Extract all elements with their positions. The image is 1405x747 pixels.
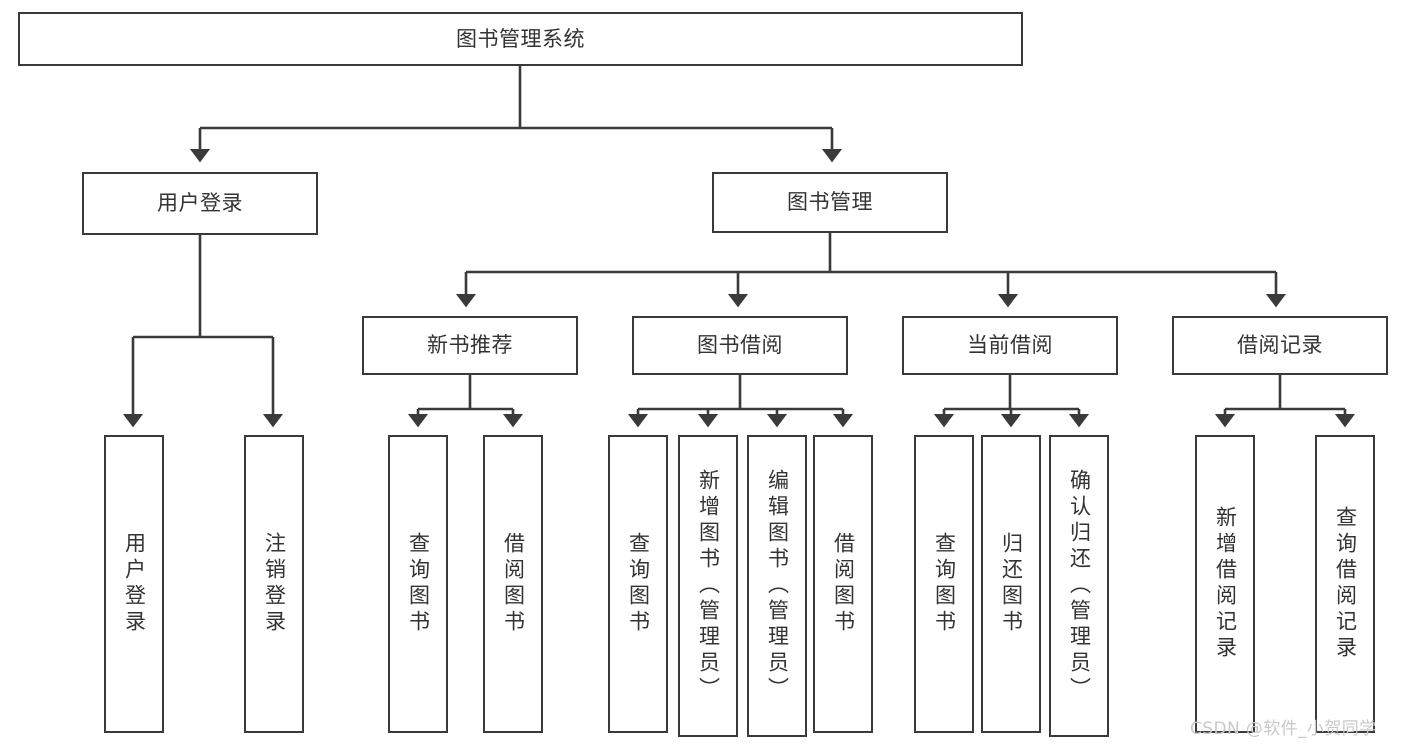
- leaf-return-book-label: 归还图书: [999, 532, 1024, 636]
- leaf-query-book-2-label: 查询图书: [626, 532, 651, 636]
- node-book-management[interactable]: 图书管理: [712, 172, 948, 233]
- node-book-management-label: 图书管理: [787, 190, 873, 215]
- leaf-borrow-book-1[interactable]: 借阅图书: [483, 435, 543, 733]
- node-new-book-recommend[interactable]: 新书推荐: [362, 316, 578, 375]
- leaf-query-record[interactable]: 查询借阅记录: [1315, 435, 1375, 733]
- leaf-borrow-book-2-label: 借阅图书: [831, 532, 856, 636]
- leaf-return-book[interactable]: 归还图书: [981, 435, 1041, 733]
- leaf-borrow-book-1-label: 借阅图书: [501, 532, 526, 636]
- leaf-query-book-1-label: 查询图书: [406, 532, 431, 636]
- leaf-query-record-label: 查询借阅记录: [1333, 506, 1358, 662]
- leaf-add-record[interactable]: 新增借阅记录: [1195, 435, 1255, 733]
- leaf-query-book-3[interactable]: 查询图书: [914, 435, 974, 733]
- leaf-query-book-1[interactable]: 查询图书: [388, 435, 448, 733]
- leaf-query-book-2[interactable]: 查询图书: [608, 435, 668, 733]
- leaf-edit-book-label: 编辑图书（管理员）: [765, 469, 790, 703]
- node-current-borrow-label: 当前借阅: [967, 333, 1053, 358]
- leaf-logout-label: 注销登录: [262, 532, 287, 636]
- leaf-borrow-book-2[interactable]: 借阅图书: [813, 435, 873, 733]
- leaf-add-book[interactable]: 新增图书（管理员）: [678, 435, 738, 737]
- node-root[interactable]: 图书管理系统: [18, 12, 1023, 66]
- leaf-logout[interactable]: 注销登录: [244, 435, 304, 733]
- node-borrow-record[interactable]: 借阅记录: [1172, 316, 1388, 375]
- leaf-add-record-label: 新增借阅记录: [1213, 506, 1238, 662]
- leaf-confirm-return[interactable]: 确认归还（管理员）: [1049, 435, 1109, 737]
- node-root-label: 图书管理系统: [456, 26, 585, 51]
- node-book-borrow-label: 图书借阅: [697, 333, 783, 358]
- node-borrow-record-label: 借阅记录: [1237, 333, 1323, 358]
- node-user-login-label: 用户登录: [157, 191, 243, 216]
- leaf-user-login[interactable]: 用户登录: [104, 435, 164, 733]
- leaf-confirm-return-label: 确认归还（管理员）: [1067, 469, 1092, 703]
- leaf-add-book-label: 新增图书（管理员）: [696, 469, 721, 703]
- leaf-query-book-3-label: 查询图书: [932, 532, 957, 636]
- leaf-user-login-label: 用户登录: [122, 532, 147, 636]
- node-current-borrow[interactable]: 当前借阅: [902, 316, 1118, 375]
- node-user-login[interactable]: 用户登录: [82, 172, 318, 235]
- node-book-borrow[interactable]: 图书借阅: [632, 316, 848, 375]
- leaf-edit-book[interactable]: 编辑图书（管理员）: [747, 435, 807, 737]
- node-new-book-recommend-label: 新书推荐: [427, 333, 513, 358]
- csdn-watermark: CSDN @软件_小贺同学: [1190, 719, 1377, 739]
